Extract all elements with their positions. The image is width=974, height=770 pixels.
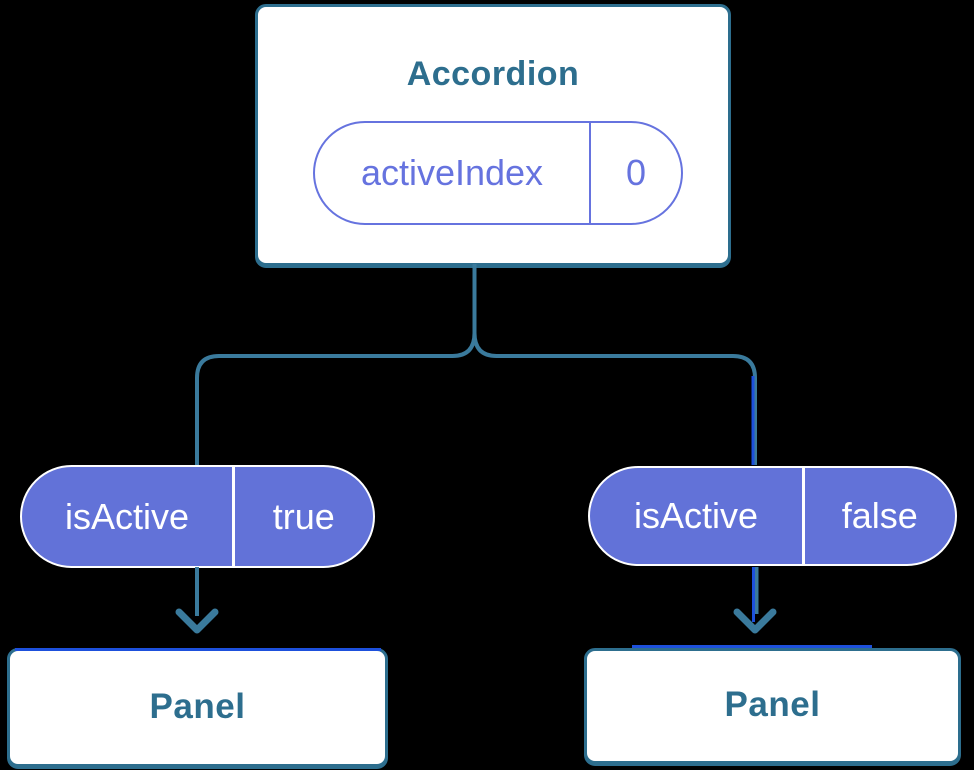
prop-value: false <box>841 495 918 536</box>
prop-value: true <box>272 495 335 537</box>
arrow-down-icon <box>733 608 777 634</box>
pill-divider <box>589 123 591 223</box>
connector-left-branch <box>195 264 477 465</box>
arrow-down-icon <box>175 608 219 634</box>
accordion-component-box: Accordion activeIndex 0 <box>255 4 731 266</box>
prop-pill-isactive-left: isActive true <box>20 465 375 568</box>
state-name: activeIndex <box>360 152 544 193</box>
pill-divider <box>232 467 235 566</box>
pill-divider <box>802 468 805 564</box>
prop-pill-isactive-right: isActive false <box>588 466 957 566</box>
panel-title: Panel <box>724 685 821 725</box>
panel-component-box-right: Panel <box>584 648 961 764</box>
panel-title: Panel <box>149 686 246 726</box>
prop-name: isActive <box>633 495 759 536</box>
state-value: 0 <box>625 152 647 193</box>
accordion-title: Accordion <box>406 55 580 93</box>
prop-name: isActive <box>64 495 190 537</box>
connector-right-branch <box>472 264 757 465</box>
panel-component-box-left: Panel <box>7 648 388 767</box>
state-pill-activeindex: activeIndex 0 <box>313 121 683 225</box>
